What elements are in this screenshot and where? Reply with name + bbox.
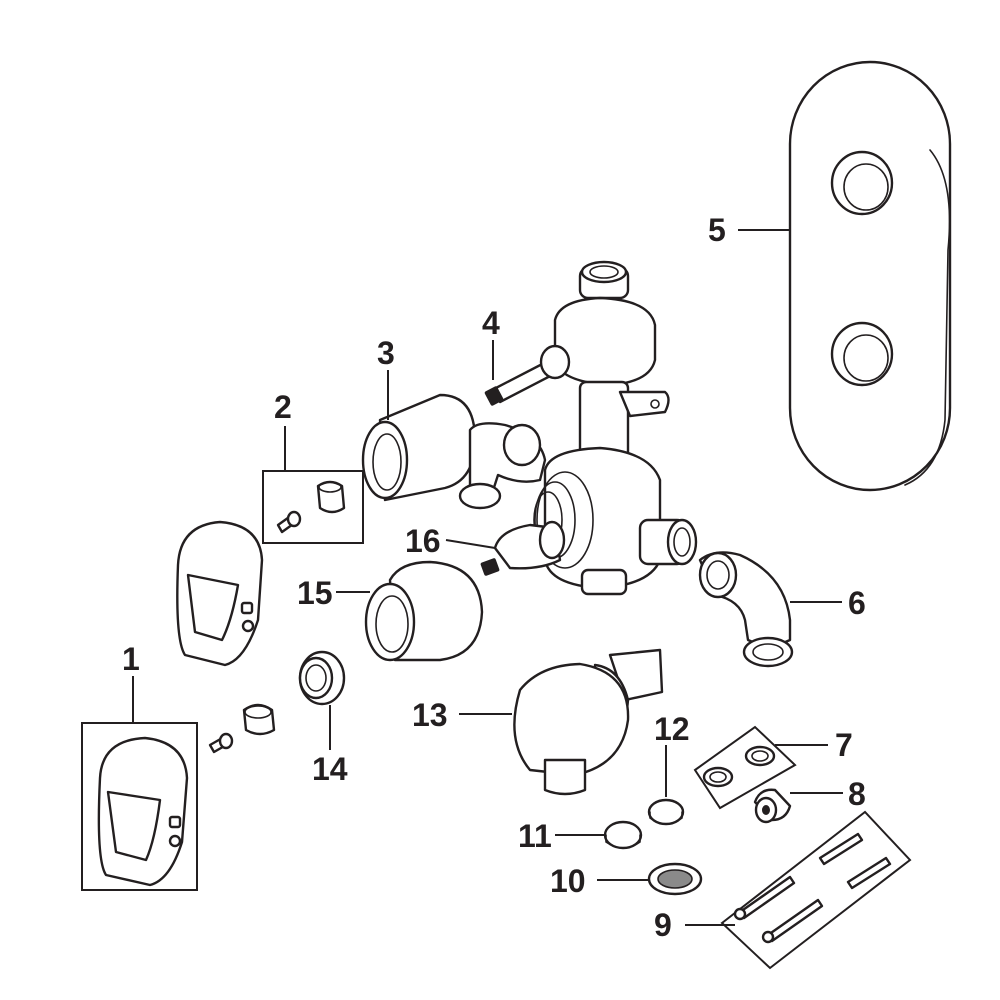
- callout-11: 11: [518, 818, 552, 854]
- part-2-kit: [262, 470, 364, 544]
- callout-4: 4: [482, 305, 500, 341]
- part-9-fixings: [720, 810, 912, 970]
- callout-3: 3: [377, 335, 395, 371]
- callout-6: 6: [848, 585, 866, 621]
- part-6-elbow: [698, 551, 794, 668]
- part-5-faceplate: [788, 60, 952, 492]
- part-15-sleeve: [364, 560, 484, 662]
- part-13-outlet: [513, 648, 664, 796]
- callout-16: 16: [405, 523, 441, 559]
- part-16-cartridge: [480, 520, 566, 576]
- callout-labels: 1 2 3 4 5 6 7 8 9 10 11 12 13 14 15 16: [122, 212, 866, 943]
- callout-9: 9: [654, 907, 672, 943]
- part-8-nut: [753, 788, 792, 824]
- callout-5: 5: [708, 212, 726, 248]
- callout-15: 15: [297, 575, 333, 611]
- part-14-ring: [298, 650, 346, 706]
- leader-16: [445, 539, 496, 549]
- valve-body: [458, 260, 698, 596]
- callout-13: 13: [412, 697, 448, 733]
- part-3-sleeve: [361, 393, 477, 502]
- callout-2: 2: [274, 389, 292, 425]
- part-1-lever-handle: [81, 722, 198, 891]
- callout-14: 14: [312, 751, 348, 787]
- part-12-cap: [647, 798, 685, 826]
- lever-handle-upper: [176, 520, 264, 667]
- callout-10: 10: [550, 863, 586, 899]
- part-10-washer: [647, 862, 703, 896]
- callout-1: 1: [122, 641, 140, 677]
- callout-12: 12: [654, 711, 690, 747]
- part-4-spindle: [484, 344, 571, 406]
- part-7-rings: [693, 725, 797, 810]
- screw-spline-lower: [208, 703, 276, 754]
- part-11-cap: [603, 820, 643, 850]
- callout-8: 8: [848, 776, 866, 812]
- callout-7: 7: [835, 727, 853, 763]
- leader-lines: [132, 229, 843, 926]
